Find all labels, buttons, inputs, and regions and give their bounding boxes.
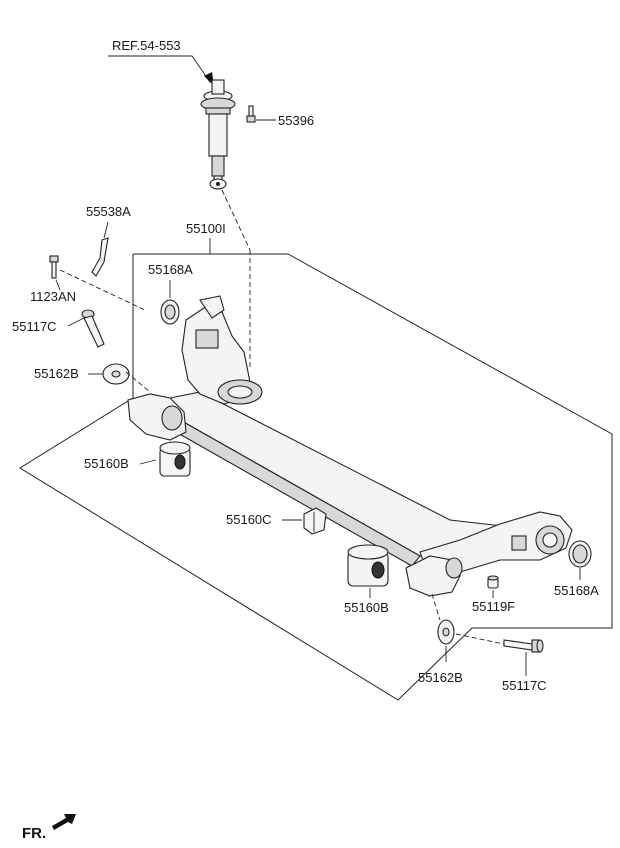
front-arrow-icon <box>52 814 76 830</box>
label-55396[interactable]: 55396 <box>278 113 314 128</box>
washer-55162B-left[interactable] <box>102 363 130 385</box>
label-55162B-right[interactable]: 55162B <box>418 670 463 685</box>
leader-55538A <box>103 221 109 239</box>
label-55538A[interactable]: 55538A <box>86 204 131 219</box>
label-55168A-top[interactable]: 55168A <box>148 262 193 277</box>
assembly-outline <box>19 253 613 701</box>
label-55160B-left[interactable]: 55160B <box>84 456 129 471</box>
axle-beam[interactable] <box>127 295 573 597</box>
label-55168A-right[interactable]: 55168A <box>554 583 599 598</box>
dash-55117C-right <box>455 633 505 645</box>
dash-55162B-right <box>431 593 441 621</box>
label-55119F[interactable]: 55119F <box>472 599 515 614</box>
leader-55160B-left <box>139 459 157 465</box>
label-55162B-left[interactable]: 55162B <box>34 366 79 381</box>
cap-55168A-top[interactable] <box>160 299 180 325</box>
leader-1123AN <box>55 279 61 291</box>
bolt-55117C-left[interactable] <box>81 309 105 348</box>
ref-label[interactable]: REF.54-553 <box>112 38 181 53</box>
label-1123AN[interactable]: 1123AN <box>30 289 76 304</box>
shock-absorber[interactable] <box>200 79 236 190</box>
ref-leader <box>108 55 211 83</box>
dash-55162B-left <box>125 371 151 393</box>
front-label: FR. <box>22 825 46 842</box>
bushing-55160B-left[interactable] <box>159 441 191 477</box>
bracket-55538A[interactable] <box>91 237 109 277</box>
cap-55168A-right[interactable] <box>568 540 592 568</box>
bolt-1123AN[interactable] <box>49 255 59 279</box>
bolt-55396[interactable] <box>246 105 256 123</box>
leader-55117C-left <box>67 317 85 327</box>
bushing-55160B-right[interactable] <box>347 544 389 587</box>
shock-dashed-guide <box>221 189 251 251</box>
label-55160C[interactable]: 55160C <box>226 512 272 527</box>
label-55160B-right[interactable]: 55160B <box>344 600 389 615</box>
label-55117C-left[interactable]: 55117C <box>12 319 57 334</box>
label-55100I[interactable]: 55100I <box>186 221 226 236</box>
label-55117C-right[interactable]: 55117C <box>502 678 547 693</box>
washer-55162B-right[interactable] <box>437 619 455 645</box>
bolt-55117C-right[interactable] <box>503 639 544 653</box>
stopper-55160C[interactable] <box>303 507 327 535</box>
bumpstop-55119F[interactable] <box>487 575 499 589</box>
